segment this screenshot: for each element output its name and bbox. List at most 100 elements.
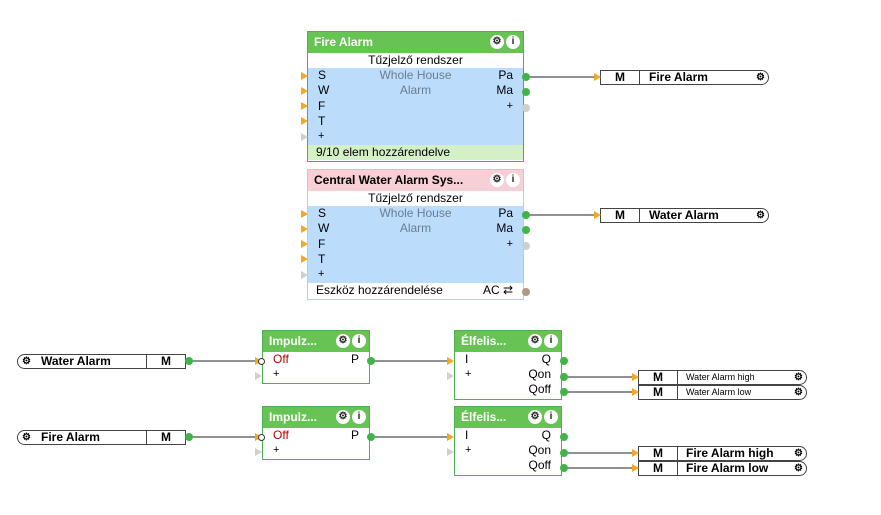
input-s-label: S (318, 206, 327, 220)
center-line2: Alarm (399, 83, 432, 98)
info-icon[interactable]: i (352, 334, 366, 348)
fire-alarm-memory-ref[interactable]: M Fire Alarm ⚙ (600, 70, 769, 85)
output-port-ma[interactable] (522, 226, 530, 234)
input-port-s[interactable] (301, 210, 308, 218)
add-input-icon[interactable]: + (318, 130, 325, 143)
ref-name: Water Alarm (41, 354, 111, 368)
output-port-ma[interactable] (522, 88, 530, 96)
info-icon[interactable]: i (506, 173, 520, 187)
ref-input-port[interactable] (594, 211, 601, 219)
gear-icon[interactable]: ⚙ (336, 410, 350, 424)
output-port-qon[interactable] (560, 449, 568, 457)
output-port-qon[interactable] (560, 373, 568, 381)
add-input-icon[interactable]: + (273, 444, 280, 456)
gear-icon[interactable]: ⚙ (756, 72, 765, 83)
gear-icon[interactable]: ⚙ (22, 432, 31, 443)
input-port-i[interactable] (447, 433, 454, 441)
block-footer[interactable]: Eszköz hozzárendelése AC ⇄ (308, 283, 523, 298)
input-port-add[interactable] (301, 271, 308, 279)
memory-m-label: M (146, 355, 185, 368)
info-icon[interactable]: i (352, 410, 366, 424)
block-header[interactable]: Élfelis... ⚙i (455, 331, 561, 352)
assign-device-label[interactable]: Eszköz hozzárendelése (316, 283, 443, 297)
block-header[interactable]: Fire Alarm ⚙ i (308, 32, 523, 53)
input-port-t[interactable] (301, 255, 308, 263)
output-port-p[interactable] (367, 433, 375, 441)
ref-input-port[interactable] (594, 73, 601, 81)
water-alarm-block[interactable]: Central Water Alarm Sys... ⚙ i Tűzjelző … (307, 169, 524, 300)
gear-icon[interactable]: ⚙ (794, 387, 803, 398)
gear-icon[interactable]: ⚙ (22, 356, 31, 367)
memory-m-label: M (639, 386, 678, 399)
ac-swap-label[interactable]: AC ⇄ (482, 283, 513, 297)
input-port-add[interactable] (301, 133, 308, 141)
add-input-icon[interactable]: + (465, 368, 472, 380)
info-icon[interactable]: i (544, 334, 558, 348)
input-port-f[interactable] (301, 102, 308, 110)
block-header[interactable]: Central Water Alarm Sys... ⚙ i (308, 170, 523, 191)
add-output-icon[interactable]: + (506, 99, 513, 112)
block-header[interactable]: Impulz... ⚙i (263, 331, 369, 352)
add-input-icon[interactable]: + (273, 368, 280, 380)
block-header[interactable]: Élfelis... ⚙i (455, 407, 561, 428)
output-port-ac[interactable] (522, 288, 530, 296)
ref-output-port[interactable] (185, 357, 193, 365)
input-port-w[interactable] (301, 87, 308, 95)
water-alarm-input-ref[interactable]: ⚙ Water Alarm M (17, 354, 186, 369)
input-port-add[interactable] (255, 448, 262, 456)
input-port-add[interactable] (255, 372, 262, 380)
ref-output-port[interactable] (185, 433, 193, 441)
input-port-f[interactable] (301, 240, 308, 248)
input-port-s[interactable] (301, 72, 308, 80)
water-alarm-memory-ref[interactable]: M Water Alarm ⚙ (600, 208, 769, 223)
ref-input-port[interactable] (632, 464, 639, 472)
output-port-q[interactable] (560, 433, 568, 441)
ref-input-port[interactable] (632, 449, 639, 457)
gear-icon[interactable]: ⚙ (528, 334, 542, 348)
output-pa-label: Pa (498, 206, 513, 220)
block-title: Impulz... (269, 410, 317, 424)
fire-alarm-low-ref[interactable]: M Fire Alarm low ⚙ (638, 461, 807, 476)
fire-alarm-high-ref[interactable]: M Fire Alarm high ⚙ (638, 446, 807, 461)
output-port-p[interactable] (367, 357, 375, 365)
gear-icon[interactable]: ⚙ (336, 334, 350, 348)
output-port-add[interactable] (522, 104, 530, 112)
gear-icon[interactable]: ⚙ (490, 35, 504, 49)
gear-icon[interactable]: ⚙ (756, 210, 765, 221)
add-input-icon[interactable]: + (318, 268, 325, 281)
info-icon[interactable]: i (544, 410, 558, 424)
water-alarm-high-ref[interactable]: M Water Alarm high ⚙ (638, 370, 807, 385)
ref-input-port[interactable] (632, 388, 639, 396)
ref-name: Fire Alarm low (686, 461, 769, 475)
input-port-w[interactable] (301, 225, 308, 233)
input-port-t[interactable] (301, 117, 308, 125)
gear-icon[interactable]: ⚙ (794, 372, 803, 383)
input-port-add[interactable] (447, 448, 454, 456)
gear-icon[interactable]: ⚙ (794, 448, 803, 459)
block-header[interactable]: Impulz... ⚙i (263, 407, 369, 428)
output-port-qoff[interactable] (560, 388, 568, 396)
gear-icon[interactable]: ⚙ (490, 173, 504, 187)
water-alarm-low-ref[interactable]: M Water Alarm low ⚙ (638, 385, 807, 400)
info-icon[interactable]: i (506, 35, 520, 49)
ref-input-port[interactable] (632, 373, 639, 381)
block-footer[interactable]: 9/10 elem hozzárendelve (308, 145, 523, 160)
output-port-pa[interactable] (522, 73, 530, 81)
gear-icon[interactable]: ⚙ (528, 410, 542, 424)
gear-icon[interactable]: ⚙ (794, 463, 803, 474)
output-port-qoff[interactable] (560, 464, 568, 472)
output-port-q[interactable] (560, 357, 568, 365)
add-input-icon[interactable]: + (465, 444, 472, 456)
fire-alarm-input-ref[interactable]: ⚙ Fire Alarm M (17, 430, 186, 445)
input-port-add[interactable] (447, 372, 454, 380)
input-port-i[interactable] (447, 357, 454, 365)
output-port-pa[interactable] (522, 211, 530, 219)
output-port-add[interactable] (522, 242, 530, 250)
add-output-icon[interactable]: + (506, 237, 513, 250)
